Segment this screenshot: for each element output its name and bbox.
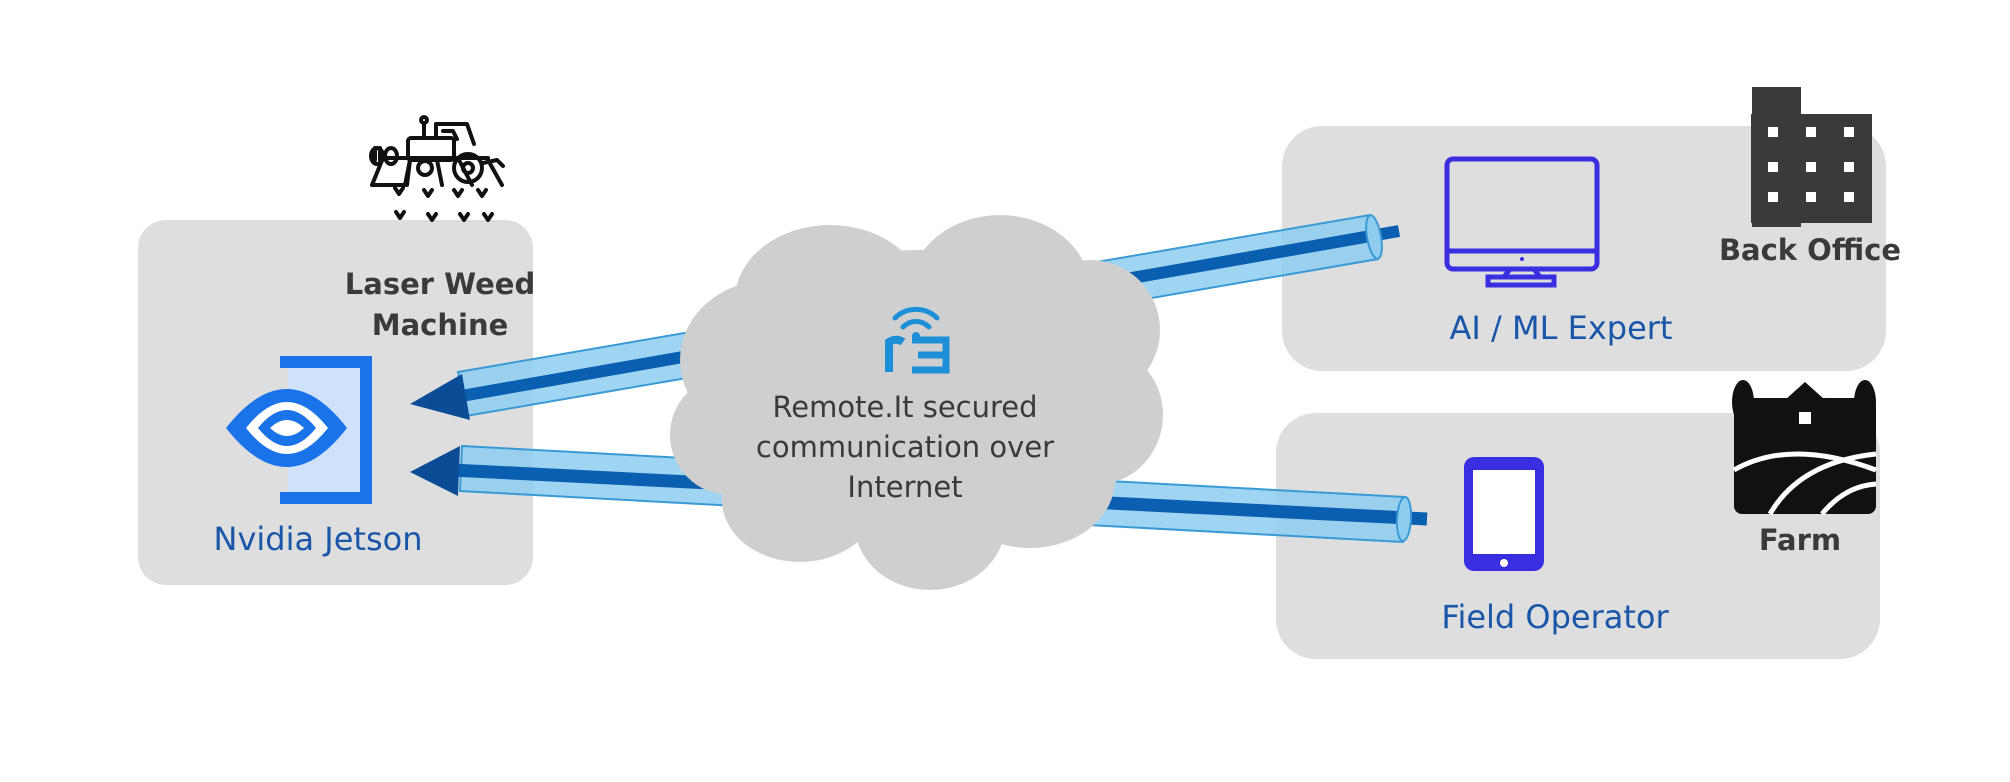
monitor-icon <box>1444 156 1600 288</box>
remoteit-cloud <box>670 215 1163 590</box>
laser-weed-machine-label-line1: Laser Weed <box>345 267 535 301</box>
farm-panel <box>1276 413 1880 659</box>
nvidia-jetson-label: Nvidia Jetson <box>214 520 423 558</box>
arrow-head-top <box>410 374 470 420</box>
field-operator-label: Field Operator <box>1441 598 1669 636</box>
remoteit-label-line3: Internet <box>847 470 962 504</box>
farm-icon <box>1732 380 1877 516</box>
tablet-icon <box>1464 457 1544 571</box>
office-building-icon <box>1751 87 1872 227</box>
remoteit-logo-icon <box>885 306 950 374</box>
back-office-label: Back Office <box>1719 233 1901 267</box>
arrow-head-bottom <box>410 446 460 496</box>
farm-label: Farm <box>1759 523 1841 557</box>
remoteit-label-line1: Remote.It secured <box>772 390 1037 424</box>
remoteit-label-line2: communication over <box>756 430 1054 464</box>
laser-weed-machine-label-line2: Machine <box>372 308 509 342</box>
ai-ml-expert-label: AI / ML Expert <box>1450 309 1673 347</box>
tractor-field-icon <box>369 115 505 222</box>
jetson-eye-icon <box>226 356 372 504</box>
